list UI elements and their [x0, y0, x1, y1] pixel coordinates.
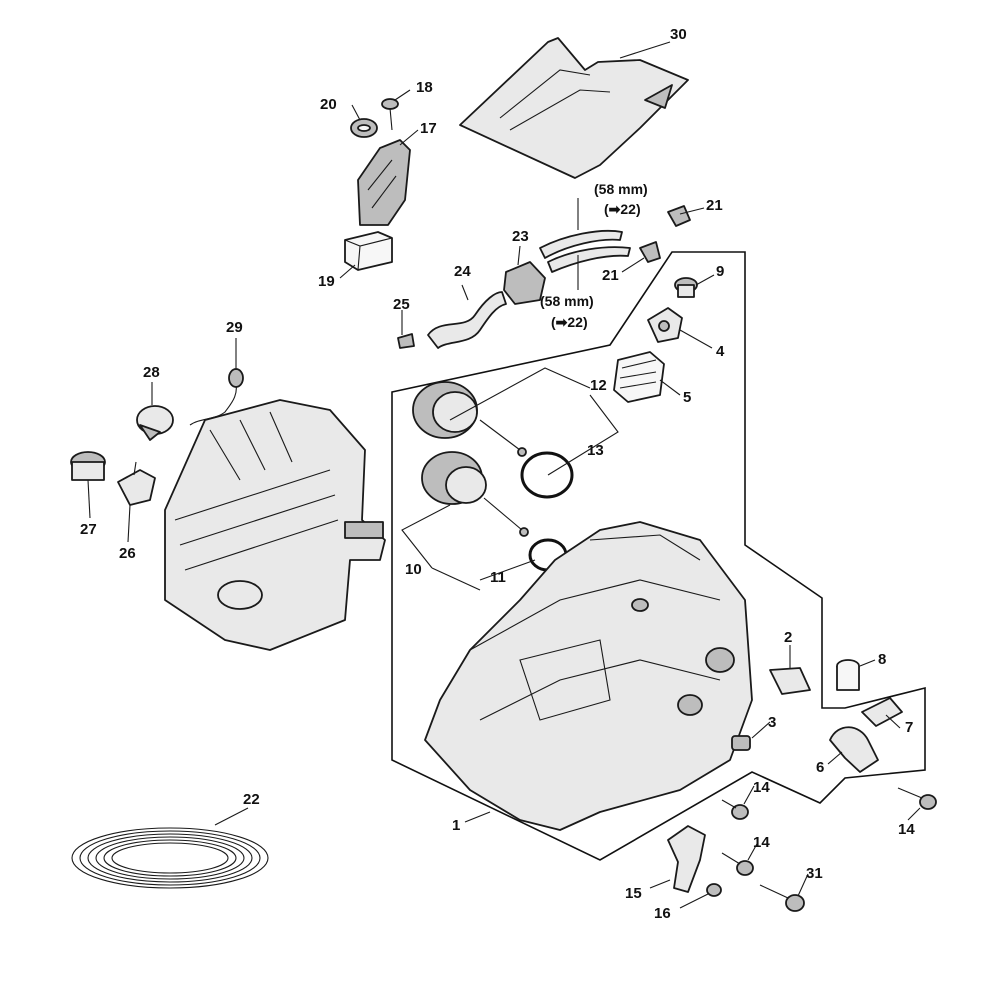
callout-30: 30: [670, 26, 687, 43]
callout-14-a: 14: [753, 779, 770, 796]
callout-21-bottom: 21: [602, 267, 619, 284]
callout-19: 19: [318, 273, 335, 290]
part-31-screw: [759, 884, 805, 912]
callout-27: 27: [80, 521, 97, 538]
callout-14-c: 14: [898, 821, 915, 838]
part-20-grommet: [350, 118, 378, 138]
callout-12: 12: [590, 377, 607, 394]
engine-assembly: [164, 399, 386, 651]
callout-8: 8: [878, 651, 887, 668]
annotation-ref22-bottom: (➡22): [551, 314, 588, 330]
leader-lines: [87, 41, 921, 909]
part-7-adjuster: [861, 697, 903, 727]
callout-13: 13: [587, 442, 604, 459]
part-14-screw-a: [721, 799, 749, 820]
part-25-fitting: [397, 333, 415, 349]
part-10-drive-pump: [421, 451, 529, 537]
callout-16-text: 16: [654, 905, 671, 922]
part-17-bracket: [357, 139, 411, 226]
callout-24: 24: [454, 263, 471, 280]
part-14-screw-c: [897, 787, 937, 810]
part-9-plug: [674, 277, 698, 298]
annotation-ref22-top: (➡22): [604, 201, 641, 217]
callout-10: 10: [405, 561, 422, 578]
callout-25: 25: [393, 296, 410, 313]
callout-20: 20: [320, 96, 337, 113]
callout-7: 7: [905, 719, 914, 736]
callout-17: 17: [420, 120, 437, 137]
part-6-bracket: [829, 726, 879, 773]
part-8-sleeve: [836, 659, 860, 691]
part-27-primer: [70, 451, 106, 481]
part-28-bulb: [136, 405, 174, 441]
callout-1: 1: [452, 817, 461, 834]
callout-31: 31: [806, 865, 823, 882]
assembly-boundary: [391, 251, 926, 861]
part-12-oil-pump: [412, 381, 527, 457]
part-1-housing: [424, 521, 753, 831]
callout-26-text: 26: [119, 545, 136, 562]
callout-22-text: 22: [243, 791, 260, 808]
annotation-58mm-bottom: (58 mm): [540, 293, 594, 309]
part-23-valve-block: [503, 261, 546, 305]
part-18-screw: [381, 98, 399, 131]
callout-21-top: 21: [706, 197, 723, 214]
callout-9: 9: [716, 263, 725, 280]
callout-28: 28: [143, 364, 160, 381]
part-5-filter: [613, 351, 665, 403]
callout-4: 4: [716, 343, 725, 360]
callout-14-b: 14: [753, 834, 770, 851]
annotation-58mm-top: (58 mm): [594, 181, 648, 197]
part-22-coil: [71, 827, 269, 889]
callout-18: 18: [416, 79, 433, 96]
part-24-hose: [427, 291, 507, 349]
part-3-sleeve: [731, 735, 751, 751]
part-14-screw-b: [721, 852, 754, 876]
part-13-o-ring: [520, 451, 574, 499]
part-16-screw: [706, 883, 722, 897]
part-29-wire: [189, 368, 244, 426]
callout-5: 5: [683, 389, 692, 406]
callout-6: 6: [816, 759, 825, 776]
part-4-pickup: [647, 307, 683, 343]
callout-2: 2: [784, 629, 793, 646]
part-fuel-hoses: [539, 198, 691, 290]
part-26-lever: [117, 461, 156, 506]
part-19-damper: [344, 231, 393, 271]
part-30-cover: [459, 37, 689, 179]
callout-3: 3: [768, 714, 777, 731]
callout-15-text: 15: [625, 885, 642, 902]
callout-23: 23: [512, 228, 529, 245]
callout-11: 11: [490, 569, 506, 586]
callout-29: 29: [226, 319, 243, 336]
part-2-stud: [769, 667, 811, 695]
part-15-guide: [667, 825, 706, 893]
